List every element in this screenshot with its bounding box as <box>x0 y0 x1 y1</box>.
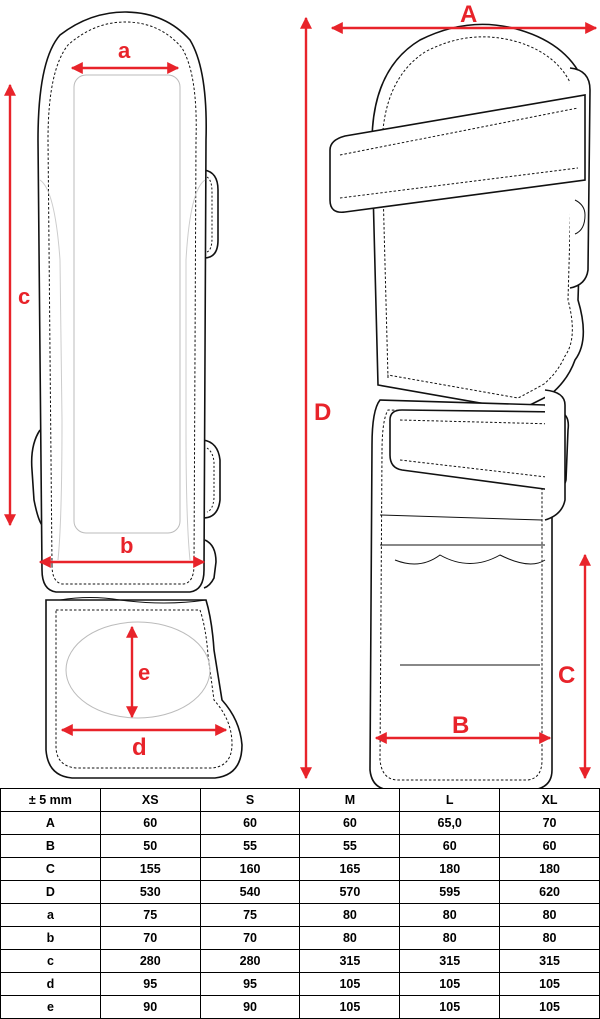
table-cell: 70 <box>199 926 301 950</box>
table-cell: D <box>0 880 101 904</box>
table-cell: 75 <box>99 903 201 927</box>
table-cell: 95 <box>199 972 301 996</box>
label-C: C <box>558 662 575 689</box>
table-cell: 105 <box>499 995 600 1019</box>
table-cell: 105 <box>399 995 501 1019</box>
table-cell: 595 <box>399 880 501 904</box>
table-cell: 280 <box>199 949 301 973</box>
table-cell: 80 <box>499 903 600 927</box>
header-cell: S <box>199 788 301 812</box>
table-cell: 105 <box>299 972 401 996</box>
label-c: c <box>18 284 30 309</box>
label-e: e <box>138 660 150 685</box>
table-cell: 80 <box>299 926 401 950</box>
table-cell: 80 <box>499 926 600 950</box>
table-cell: 55 <box>199 834 301 858</box>
table-cell: 80 <box>299 903 401 927</box>
header-cell: L <box>399 788 501 812</box>
header-cell: M <box>299 788 401 812</box>
table-cell: 95 <box>99 972 201 996</box>
table-cell: 620 <box>499 880 600 904</box>
size-table: ± 5 mm XS S M L XL A 60 60 60 65,0 70 B … <box>0 788 600 1019</box>
table-header-row: ± 5 mm XS S M L XL <box>0 788 600 812</box>
table-row: e 90 90 105 105 105 <box>0 995 600 1019</box>
table-row: c 280 280 315 315 315 <box>0 949 600 973</box>
label-B: B <box>452 712 469 739</box>
table-cell: 60 <box>399 834 501 858</box>
header-cell: XS <box>99 788 201 812</box>
table-cell: 540 <box>199 880 301 904</box>
dimension-labels: a b c d e A B C D <box>18 1 575 761</box>
table-cell: A <box>0 811 101 835</box>
table-row: B 50 55 55 60 60 <box>0 834 600 858</box>
table-row: d 95 95 105 105 105 <box>0 972 600 996</box>
table-cell: e <box>0 995 101 1019</box>
label-d: d <box>132 734 147 761</box>
table-cell: 105 <box>499 972 600 996</box>
table-cell: 70 <box>99 926 201 950</box>
table-row: A 60 60 60 65,0 70 <box>0 811 600 835</box>
table-cell: 75 <box>199 903 301 927</box>
table-cell: 65,0 <box>399 811 501 835</box>
front-view-guard <box>30 11 243 779</box>
table-cell: 570 <box>299 880 401 904</box>
label-A: A <box>460 1 477 28</box>
table-cell: 180 <box>499 857 600 881</box>
label-b: b <box>120 533 133 558</box>
table-cell: 90 <box>199 995 301 1019</box>
table-cell: C <box>0 857 101 881</box>
table-cell: 105 <box>399 972 501 996</box>
table-cell: b <box>0 926 101 950</box>
table-row: C 155 160 165 180 180 <box>0 857 600 881</box>
table-cell: 80 <box>399 903 501 927</box>
header-cell: ± 5 mm <box>0 788 101 812</box>
table-cell: 60 <box>299 811 401 835</box>
shin-guard-diagram: a b c d e A B C D <box>4 1 598 788</box>
table-cell: 155 <box>99 857 201 881</box>
table-cell: 60 <box>199 811 301 835</box>
table-cell: d <box>0 972 101 996</box>
table-cell: 90 <box>99 995 201 1019</box>
table-cell: 60 <box>499 834 600 858</box>
header-cell: XL <box>499 788 600 812</box>
table-cell: 105 <box>299 995 401 1019</box>
table-cell: 160 <box>199 857 301 881</box>
table-cell: 55 <box>299 834 401 858</box>
table-cell: 315 <box>399 949 501 973</box>
table-cell: 315 <box>299 949 401 973</box>
table-cell: 50 <box>99 834 201 858</box>
dimension-arrows <box>4 16 598 780</box>
table-cell: B <box>0 834 101 858</box>
table-cell: 60 <box>99 811 201 835</box>
table-cell: 315 <box>499 949 600 973</box>
table-cell: 165 <box>299 857 401 881</box>
label-a: a <box>118 38 131 63</box>
table-cell: 280 <box>99 949 201 973</box>
label-D: D <box>314 399 331 426</box>
table-cell: a <box>0 903 101 927</box>
side-view-guard <box>329 23 591 788</box>
table-row: a 75 75 80 80 80 <box>0 903 600 927</box>
table-row: b 70 70 80 80 80 <box>0 926 600 950</box>
table-row: D 530 540 570 595 620 <box>0 880 600 904</box>
table-cell: 70 <box>499 811 600 835</box>
table-cell: 180 <box>399 857 501 881</box>
table-cell: 80 <box>399 926 501 950</box>
table-cell: c <box>0 949 101 973</box>
table-cell: 530 <box>99 880 201 904</box>
